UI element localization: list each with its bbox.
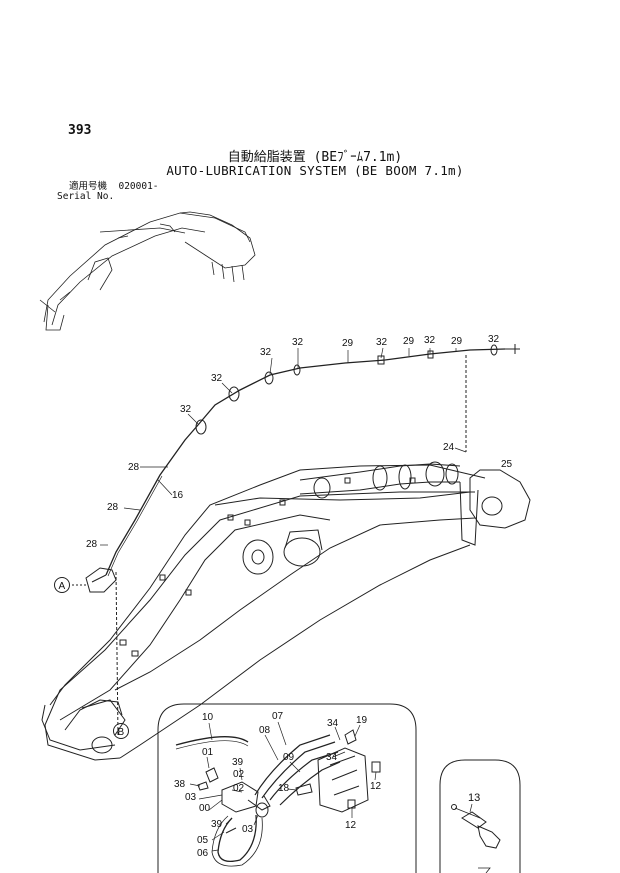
callout-32: 32 (376, 337, 388, 348)
callout-32: 32 (424, 335, 436, 346)
callout-19: 19 (356, 715, 368, 726)
view-label-b: B (113, 723, 129, 739)
serial-number-block: 適用号機 020001- Serial No. (57, 182, 159, 202)
callout-32: 32 (488, 334, 500, 345)
callout-32: 32 (292, 337, 304, 348)
callout-09: 09 (283, 752, 295, 763)
diagram-title-english: AUTO-LUBRICATION SYSTEM (BE BOOM 7.1m) (166, 163, 464, 178)
callout-05: 05 (197, 835, 209, 846)
boom-body (41, 461, 531, 761)
callout-02: 02 (233, 783, 245, 794)
main-callouts: 32 32 29 32 29 32 29 32 32 32 24 25 28 1… (86, 334, 513, 550)
svg-text:B: B (118, 727, 125, 738)
svg-text:A: A (59, 581, 66, 592)
callout-06: 06 (197, 848, 209, 859)
callout-10: 10 (202, 712, 214, 723)
callout-29: 29 (451, 336, 463, 347)
callout-00: 00 (199, 803, 211, 814)
diagram-title-japanese: 自動給脂装置 (BEﾌﾞｰﾑ7.1m) (227, 150, 403, 165)
callout-24: 24 (443, 442, 455, 453)
lubrication-hose-route (64, 344, 520, 736)
callout-28: 28 (128, 462, 140, 473)
callout-34: 34 (327, 718, 339, 729)
callout-18: 18 (278, 783, 290, 794)
callout-25: 25 (501, 459, 513, 470)
view-label-a: A (54, 577, 70, 593)
callout-03: 03 (185, 792, 197, 803)
detail-c-panel (439, 759, 521, 873)
callout-08: 08 (259, 725, 271, 736)
serial-value: 020001- (118, 181, 159, 192)
page-number: 393 (68, 123, 92, 138)
callout-29: 29 (342, 338, 354, 349)
callout-28: 28 (107, 502, 119, 513)
callout-28: 28 (86, 539, 98, 550)
callout-29: 29 (403, 336, 415, 347)
detail-b-leader-lines (189, 721, 377, 852)
callout-02: 02 (233, 769, 245, 780)
callout-32: 32 (180, 404, 192, 415)
detail-b-callouts: 10 07 08 34 19 01 39 09 02 34 18 38 02 0… (174, 711, 382, 859)
serial-label-english: Serial No. (57, 191, 115, 202)
callout-39: 39 (211, 819, 223, 830)
callout-07: 07 (272, 711, 284, 722)
callout-13: 13 (468, 792, 480, 804)
serial-label-japanese: 適用号機 (69, 181, 108, 192)
callout-32: 32 (211, 373, 223, 384)
callout-34: 34 (326, 752, 338, 763)
callout-38: 38 (174, 779, 186, 790)
callout-03: 03 (242, 824, 254, 835)
boom-overview-thumbnail (39, 211, 256, 331)
main-leader-lines (100, 347, 467, 546)
callout-01: 01 (202, 747, 214, 758)
detail-b-panel (157, 703, 417, 873)
callout-12: 12 (370, 781, 382, 792)
callout-39: 39 (232, 757, 244, 768)
detail-c-callouts: 13 (468, 792, 480, 804)
callout-16: 16 (172, 490, 184, 501)
callout-12: 12 (345, 820, 357, 831)
callout-32: 32 (260, 347, 272, 358)
